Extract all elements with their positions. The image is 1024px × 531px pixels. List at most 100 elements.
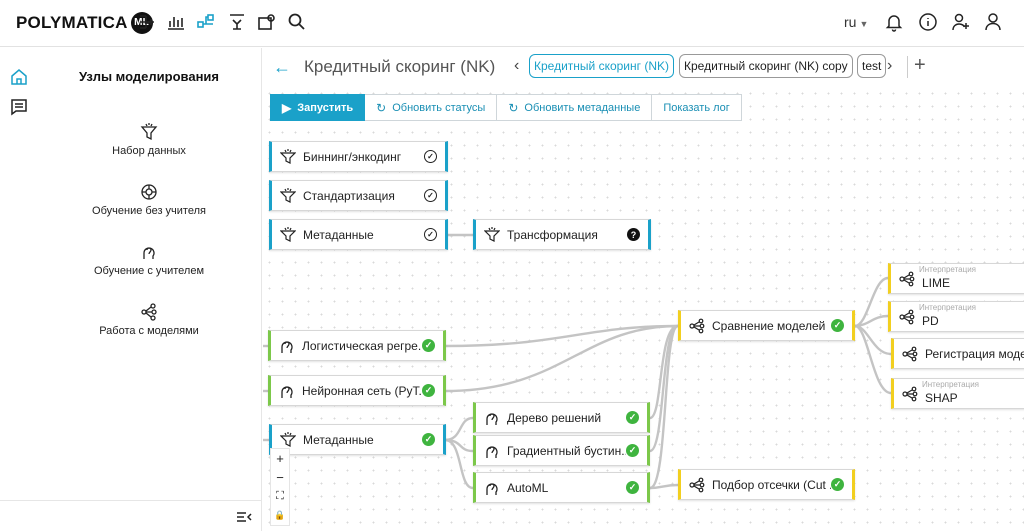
dataset-icon: [140, 123, 158, 141]
dataset-icon: [280, 187, 296, 203]
show-log-button[interactable]: Показать лог: [652, 94, 742, 121]
node-transformation[interactable]: Трансформация ?: [473, 219, 651, 250]
sidebar-item-label: Работа с моделями: [99, 325, 199, 337]
project-header: ← Кредитный скоринг (NK) ‹ Кредитный ско…: [263, 48, 1024, 86]
tab-project-active[interactable]: Кредитный скоринг (NK): [529, 54, 674, 78]
node-label: Нейронная сеть (PyT...: [302, 383, 422, 398]
status-success-icon: ✓: [626, 444, 639, 457]
chart-icon[interactable]: [166, 12, 186, 32]
refresh-metadata-button[interactable]: ↻ Обновить метаданные: [497, 94, 653, 121]
bell-icon[interactable]: [884, 12, 904, 32]
node-label: Биннинг/энкодинг: [303, 149, 402, 164]
back-arrow-icon[interactable]: ←: [273, 57, 291, 77]
tabs-scroll-left-icon[interactable]: ‹: [514, 57, 520, 74]
node-neural-network[interactable]: Нейронная сеть (PyT... ✓: [268, 375, 446, 406]
node-metadata-2[interactable]: Метаданные ✓: [269, 424, 446, 455]
node-sublabel: Интерпретация: [919, 303, 977, 312]
status-success-icon: ✓: [626, 481, 639, 494]
node-logistic-regression[interactable]: Логистическая регре... ✓: [268, 330, 446, 361]
node-label: AutoML: [507, 480, 549, 495]
status-success-icon: ✓: [422, 384, 435, 397]
node-gradient-boosting[interactable]: Градиентный бустин... ✓: [473, 435, 650, 466]
sidebar-item-label: Обучение с учителем: [93, 265, 205, 277]
sidebar-item-models[interactable]: Работа с моделями: [36, 303, 262, 337]
refresh-status-button[interactable]: ↻Обновить статусы: [365, 94, 498, 121]
sidebar: Узлы моделирования Набор данных Обучение…: [0, 48, 262, 531]
fit-view-button[interactable]: ⛶: [276, 490, 284, 502]
lock-button[interactable]: 🔒: [274, 510, 286, 520]
node-lime[interactable]: Интерпретация LIME: [888, 263, 1024, 294]
node-label: PD: [922, 314, 939, 328]
node-label: Метаданные: [303, 432, 374, 447]
node-metadata-1[interactable]: Метаданные ✓: [269, 219, 448, 250]
refresh-metadata-label: Обновить метаданные: [524, 101, 641, 114]
add-node-icon[interactable]: [137, 12, 157, 32]
tab-project-test[interactable]: test: [857, 54, 887, 78]
unsupervised-icon: [141, 184, 157, 200]
zoom-out-button[interactable]: −: [276, 470, 284, 485]
model-icon[interactable]: [227, 12, 247, 32]
supervised-icon: [281, 385, 293, 398]
node-standardization[interactable]: Стандартизация ✓: [269, 180, 448, 211]
node-model-comparison[interactable]: Сравнение моделей ✓: [678, 310, 855, 341]
language-select[interactable]: ru▼: [844, 14, 868, 30]
app-logo[interactable]: POLYMATICA ML: [16, 12, 153, 34]
workflow-icon[interactable]: [196, 12, 216, 32]
node-label: LIME: [922, 276, 951, 290]
models-icon: [141, 303, 157, 321]
tabs-divider: [907, 56, 908, 78]
project-title: Кредитный скоринг (NK): [304, 57, 496, 76]
run-button[interactable]: ▶Запустить: [270, 94, 366, 121]
node-decision-tree[interactable]: Дерево решений ✓: [473, 402, 650, 433]
supervised-icon: [143, 247, 155, 259]
node-automl[interactable]: AutoML ✓: [473, 472, 650, 503]
dataset-icon: [280, 226, 296, 242]
status-success-icon: ✓: [831, 478, 844, 491]
status-success-icon: ✓: [626, 411, 639, 424]
refresh-icon: ↻: [508, 100, 519, 115]
node-cutoff-selection[interactable]: Подбор отсечки (Cut ... ✓: [678, 469, 855, 500]
info-icon[interactable]: [918, 12, 938, 32]
collapse-sidebar-icon[interactable]: [236, 511, 252, 523]
node-binning[interactable]: Биннинг/энкодинг ✓: [269, 141, 448, 172]
add-user-icon[interactable]: [951, 12, 971, 32]
refresh-status-label: Обновить статусы: [392, 101, 486, 114]
zoom-in-button[interactable]: +: [276, 451, 284, 466]
supervised-icon: [281, 340, 293, 353]
search-icon[interactable]: [287, 12, 307, 32]
models-icon: [689, 477, 705, 492]
models-icon: [902, 346, 918, 361]
node-label: Градиентный бустин...: [507, 443, 626, 458]
dataset-icon: [484, 226, 500, 242]
node-label: Подбор отсечки (Cut ...: [712, 477, 831, 492]
node-model-registration[interactable]: Регистрация модели: [891, 338, 1024, 369]
language-value: ru: [844, 14, 857, 30]
sidebar-item-unsupervised[interactable]: Обучение без учителя: [36, 183, 262, 217]
node-shap[interactable]: Интерпретация SHAP: [891, 378, 1024, 409]
chevron-down-icon: ▼: [859, 19, 869, 29]
chat-icon[interactable]: [10, 98, 28, 116]
logo-text: POLYMATICA: [16, 13, 128, 32]
node-sublabel: Интерпретация: [922, 380, 980, 389]
status-success-icon: ✓: [422, 433, 435, 446]
add-tab-button[interactable]: +: [914, 54, 926, 76]
tabs-scroll-right-icon[interactable]: ›: [887, 57, 893, 74]
tab-project-copy[interactable]: Кредитный скоринг (NK) copy: [679, 54, 853, 78]
models-icon: [899, 309, 915, 324]
sidebar-item-supervised[interactable]: Обучение с учителем: [36, 243, 262, 277]
sidebar-item-dataset[interactable]: Набор данных: [36, 123, 262, 157]
top-bar: POLYMATICA ML ru▼: [0, 0, 1024, 47]
status-done-icon: ✓: [424, 150, 437, 163]
user-icon[interactable]: [983, 12, 1003, 32]
settings-icon[interactable]: [257, 12, 277, 32]
node-label: Регистрация модели: [925, 346, 1024, 361]
node-label: Дерево решений: [507, 410, 602, 425]
canvas-toolbar: ▶Запустить ↻Обновить статусы ↻ Обновить м…: [270, 94, 742, 121]
supervised-icon: [486, 482, 498, 495]
run-label: Запустить: [297, 101, 354, 114]
workflow-canvas[interactable]: ← Кредитный скоринг (NK) ‹ Кредитный ско…: [263, 48, 1024, 531]
status-done-icon: ✓: [424, 189, 437, 202]
home-icon[interactable]: [10, 68, 28, 86]
node-pd[interactable]: Интерпретация PD: [888, 301, 1024, 332]
node-label: Метаданные: [303, 227, 374, 242]
